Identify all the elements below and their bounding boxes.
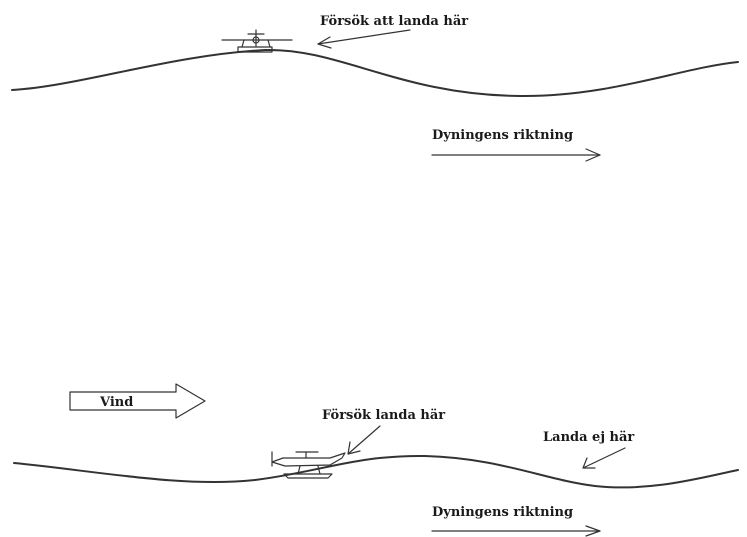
top-seaplane-icon xyxy=(221,29,293,53)
top-pointer-arrow xyxy=(317,29,411,49)
wind-arrow xyxy=(69,383,206,419)
bottom-swell-arrow xyxy=(431,525,601,537)
no-land-label: Landa ej här xyxy=(543,430,634,445)
bottom-swell-wave xyxy=(13,454,739,489)
bottom-pointer-label: Försök landa här xyxy=(322,408,445,423)
wind-label: Vind xyxy=(99,395,133,410)
bottom-pointer-arrow xyxy=(347,425,381,455)
bottom-seaplane-icon xyxy=(271,451,346,479)
top-swell-wave xyxy=(11,48,739,98)
top-pointer-label: Försök att landa här xyxy=(320,14,468,29)
top-swell-arrow xyxy=(431,148,601,162)
bottom-swell-label: Dyningens riktning xyxy=(432,505,573,520)
top-swell-label: Dyningens riktning xyxy=(432,128,573,143)
no-land-pointer-arrow xyxy=(582,447,626,469)
